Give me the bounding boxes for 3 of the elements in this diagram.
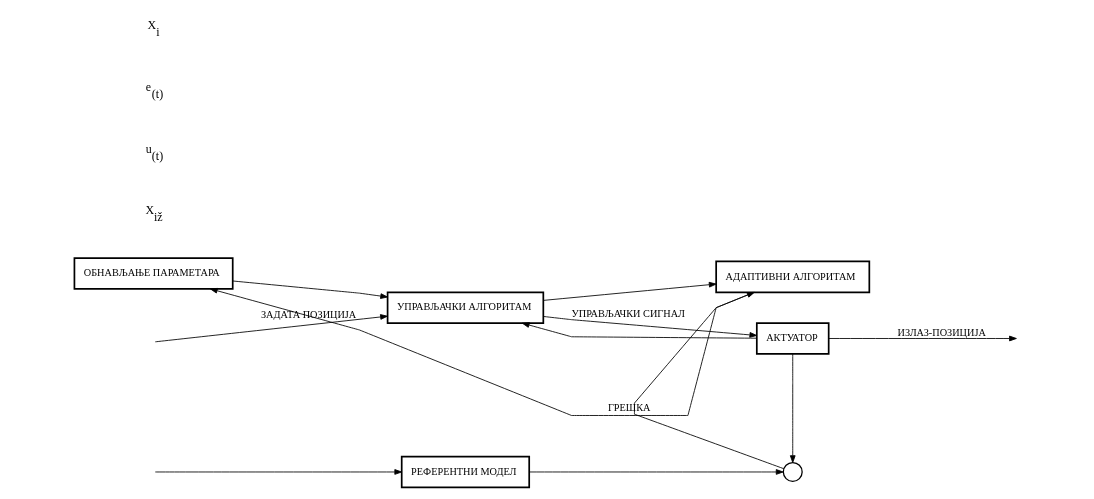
edge-label: УПРАВЉАЧКИ СИГНАЛ [571,307,686,319]
edge-label: ИЗЛАЗ-ПОЗИЦИЈА [897,326,986,338]
edge-label: ЗАДАТА ПОЗИЦИЈА [260,308,357,320]
